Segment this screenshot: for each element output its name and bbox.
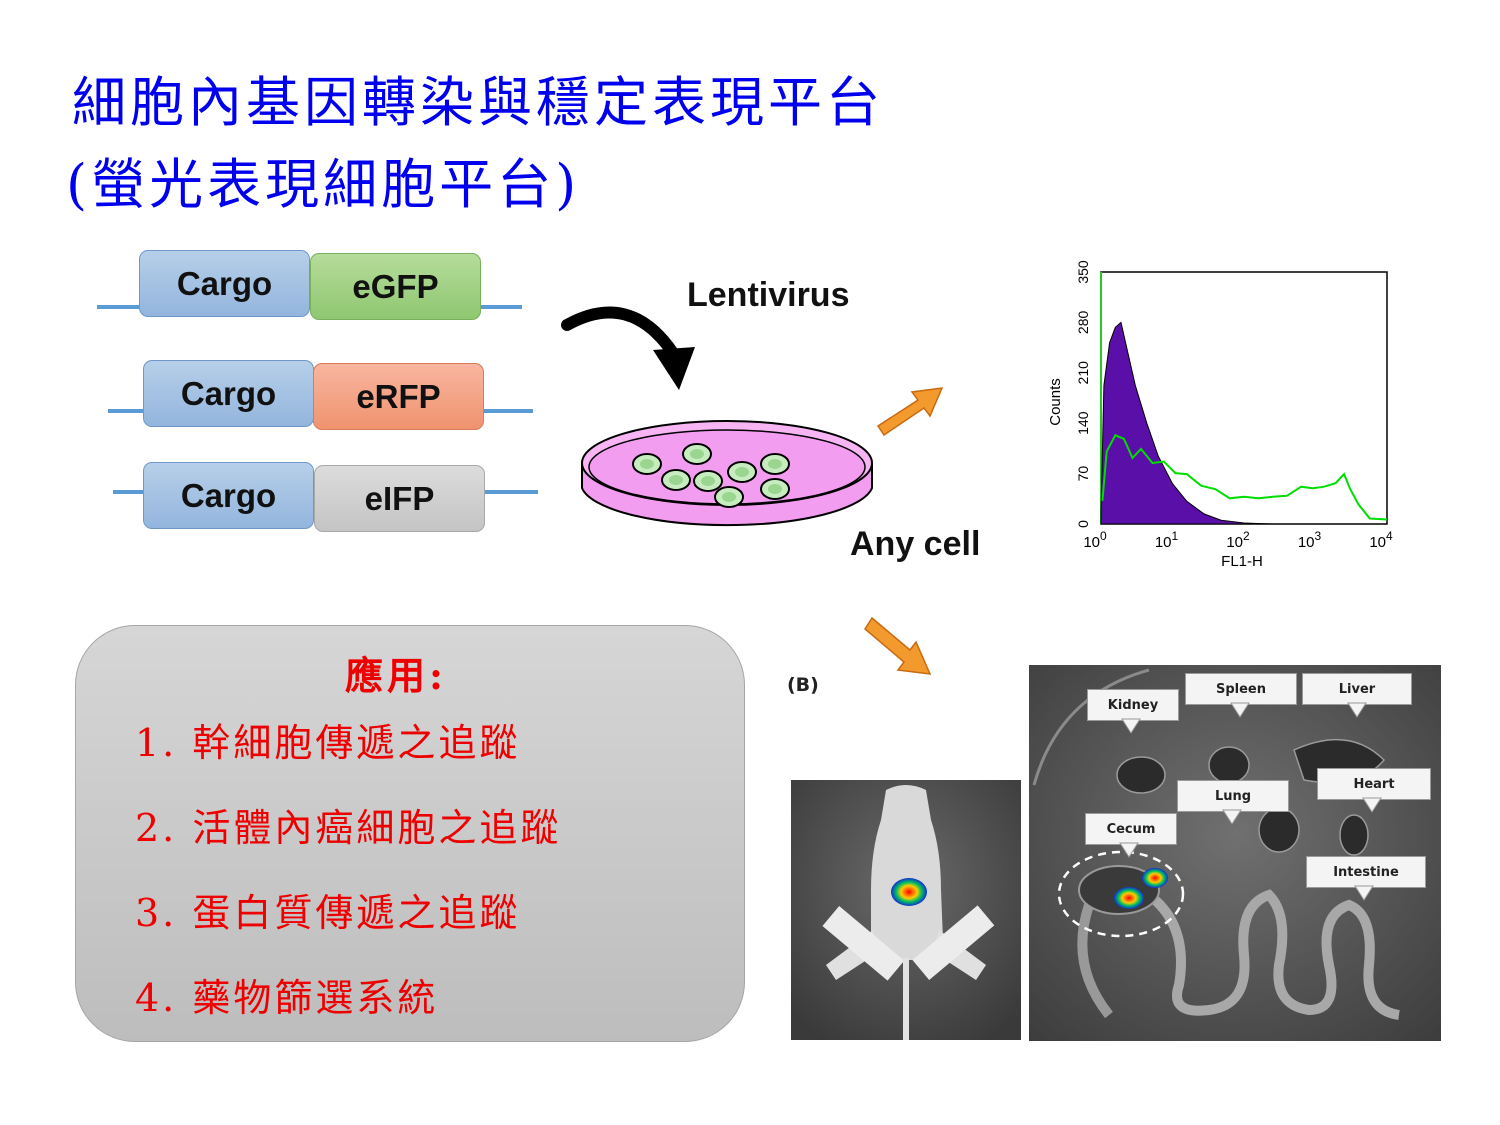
lentivirus-label: Lentivirus (687, 276, 850, 314)
positive-histogram-line (1101, 434, 1388, 521)
y-tick-label: 0 (1075, 520, 1091, 528)
applications-panel (75, 625, 745, 1042)
flow-histogram: 0 70 140 210 280 350 100 101 102 103 104 Counts F… (1047, 260, 1393, 570)
x-tick-label: 104 (1369, 529, 1393, 551)
cargo-box: Cargo (139, 250, 310, 317)
y-tick-label: 210 (1075, 361, 1091, 385)
x-tick-label: 103 (1298, 529, 1322, 551)
curved-arrow-icon (561, 306, 695, 390)
cargo-box: Cargo (143, 360, 314, 427)
organ-label-kidney: Kidney (1087, 689, 1179, 721)
organ-label-intestine: Intestine (1306, 856, 1426, 888)
orange-arrow-down-right-icon (864, 616, 932, 675)
panel-label-b: (B) (787, 674, 819, 696)
application-item: 2. 活體內癌細胞之追蹤 (135, 806, 562, 850)
organ-label-heart: Heart (1317, 768, 1431, 800)
organ-label-cecum: Cecum (1085, 813, 1177, 845)
organ-bioluminescence-image (1029, 665, 1441, 1041)
erfp-box: eRFP (313, 363, 484, 430)
eifp-box: eIFP (314, 465, 485, 532)
y-tick-labels: 0 70 140 210 280 350 (1075, 260, 1091, 528)
page-title-line-1: 細胞內基因轉染與穩定表現平台 (72, 71, 884, 134)
y-tick-label: 140 (1075, 411, 1091, 435)
x-tick-label: 100 (1083, 529, 1107, 551)
organ-label-lung: Lung (1177, 780, 1289, 812)
egfp-box: eGFP (310, 253, 481, 320)
any-cell-label: Any cell (850, 525, 981, 563)
petri-dish-icon (581, 420, 873, 527)
cargo-box: Cargo (143, 462, 314, 529)
control-histogram-area (1100, 321, 1273, 525)
applications-heading: 應用: (345, 653, 448, 698)
application-item: 1. 幹細胞傳遞之追蹤 (135, 721, 521, 765)
y-axis-label: Counts (1047, 378, 1064, 426)
x-axis-label: FL1-H (1221, 553, 1263, 570)
application-item: 4. 藥物篩選系統 (135, 976, 439, 1020)
x-tick-label: 101 (1155, 529, 1179, 551)
organ-label-liver: Liver (1302, 673, 1412, 705)
orange-arrow-up-right-icon (876, 387, 944, 437)
y-tick-label: 280 (1075, 311, 1091, 335)
application-item: 3. 蛋白質傳遞之追蹤 (135, 891, 521, 935)
page-title-line-2: (螢光表現細胞平台) (66, 153, 581, 216)
y-tick-label: 70 (1075, 466, 1091, 482)
x-tick-labels: 100 101 102 103 104 (1083, 529, 1393, 551)
mouse-bioluminescence-image (791, 780, 1021, 1040)
y-tick-label: 350 (1075, 260, 1091, 284)
organ-label-spleen: Spleen (1185, 673, 1297, 705)
x-tick-label: 102 (1226, 529, 1250, 551)
